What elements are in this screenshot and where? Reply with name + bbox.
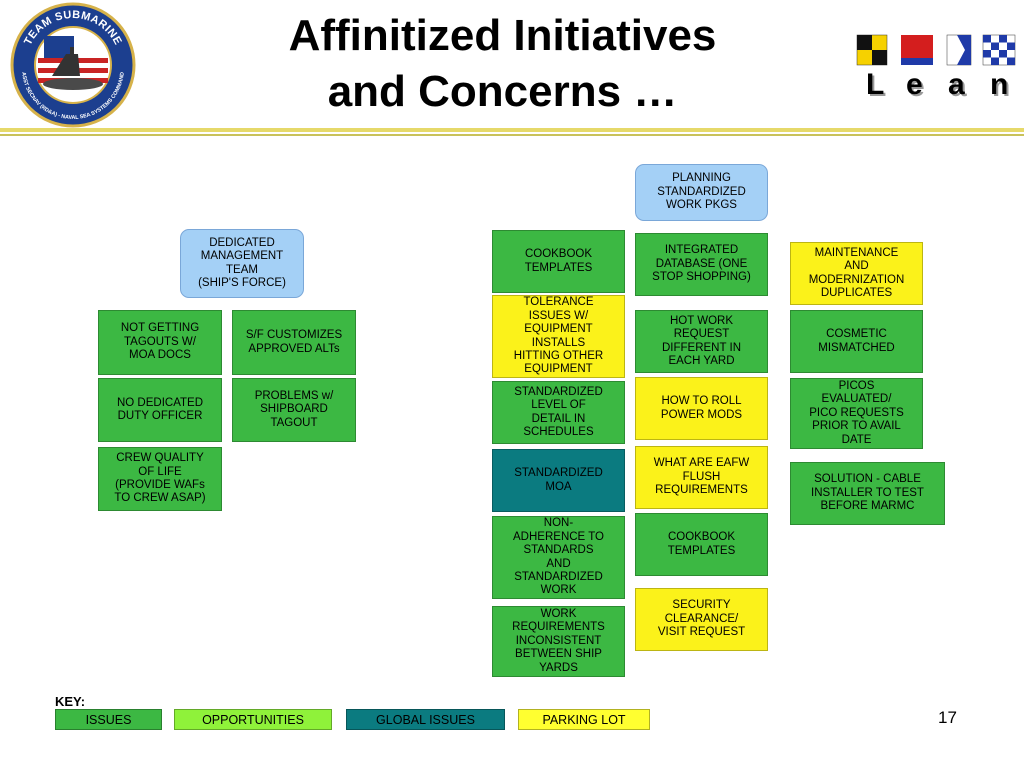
opportunity-security-clearance: SECURITY CLEARANCE/ VISIT REQUEST xyxy=(635,588,768,651)
issue-cookbook-templates: COOKBOOK TEMPLATES xyxy=(492,230,625,293)
issue-sf-customizes-alts: S/F CUSTOMIZES APPROVED ALTs xyxy=(232,310,356,375)
signal-flags-icon xyxy=(856,34,1016,66)
lean-letter-n: n xyxy=(990,68,1009,101)
issue-cookbook-templates-2: COOKBOOK TEMPLATES xyxy=(635,513,768,576)
issue-crew-quality-of-life: CREW QUALITY OF LIFE (PROVIDE WAFs TO CR… xyxy=(98,447,222,511)
opportunity-tolerance-issues: TOLERANCE ISSUES W/ EQUIPMENT INSTALLS H… xyxy=(492,295,625,378)
team-submarine-seal-icon: TEAM SUBMARINE ASST SECNAV (RD&A) - NAVA… xyxy=(10,2,136,128)
title-line-2: and Concerns … xyxy=(327,67,678,116)
lean-letter-l: L xyxy=(866,68,885,101)
key-parking-lot: PARKING LOT xyxy=(518,709,650,730)
lean-letter-a: a xyxy=(948,68,965,101)
key-issues: ISSUES xyxy=(55,709,162,730)
issue-solution-cable-installer: SOLUTION - CABLE INSTALLER TO TEST BEFOR… xyxy=(790,462,945,525)
header-divider-thin xyxy=(0,134,1024,136)
issue-integrated-database: INTEGRATED DATABASE (ONE STOP SHOPPING) xyxy=(635,233,768,296)
header-divider xyxy=(0,128,1024,132)
issue-non-adherence-to-standards: NON- ADHERENCE TO STANDARDS AND STANDARD… xyxy=(492,516,625,599)
lean-wordmark: L e a n xyxy=(866,68,1016,101)
page-title: Affinitized Initiatives and Concerns … xyxy=(230,8,775,120)
issue-hot-work-request: HOT WORK REQUEST DIFFERENT IN EACH YARD xyxy=(635,310,768,373)
issue-work-requirements-inconsistent: WORK REQUIREMENTS INCONSISTENT BETWEEN S… xyxy=(492,606,625,677)
issue-not-getting-tagouts: NOT GETTING TAGOUTS W/ MOA DOCS xyxy=(98,310,222,375)
key-label: KEY: xyxy=(55,694,86,709)
opportunity-maintenance-duplicates: MAINTENANCE AND MODERNIZATION DUPLICATES xyxy=(790,242,923,305)
category-planning-standardized-work-pkgs: PLANNING STANDARDIZED WORK PKGS xyxy=(635,164,768,221)
key-opportunities: OPPORTUNITIES xyxy=(174,709,332,730)
title-line-1: Affinitized Initiatives xyxy=(288,11,717,60)
category-dedicated-management-team: DEDICATED MANAGEMENT TEAM (SHIP'S FORCE) xyxy=(180,229,304,298)
global-issue-standardized-moa: STANDARDIZED MOA xyxy=(492,449,625,512)
issue-standardized-level-of-detail: STANDARDIZED LEVEL OF DETAIL IN SCHEDULE… xyxy=(492,381,625,444)
opportunity-eafw-flush-requirements: WHAT ARE EAFW FLUSH REQUIREMENTS xyxy=(635,446,768,509)
key-global-issues: GLOBAL ISSUES xyxy=(346,709,505,730)
issue-problems-shipboard-tagout: PROBLEMS w/ SHIPBOARD TAGOUT xyxy=(232,378,356,442)
opportunity-how-to-roll-power-mods: HOW TO ROLL POWER MODS xyxy=(635,377,768,440)
issue-no-dedicated-duty-officer: NO DEDICATED DUTY OFFICER xyxy=(98,378,222,442)
page-number: 17 xyxy=(938,708,957,727)
lean-letter-e: e xyxy=(906,68,923,101)
issue-cosmetic-mismatched: COSMETIC MISMATCHED xyxy=(790,310,923,373)
issue-picos-evaluated: PICOS EVALUATED/ PICO REQUESTS PRIOR TO … xyxy=(790,378,923,449)
